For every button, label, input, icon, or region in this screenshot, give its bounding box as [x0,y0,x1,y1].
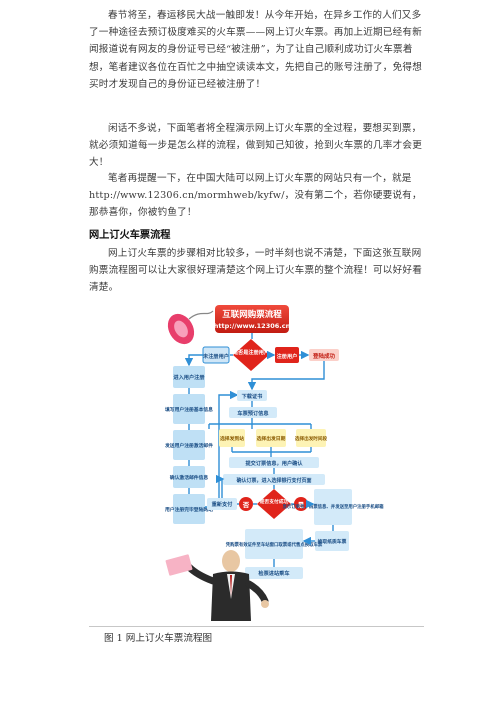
node-id-card-station: 凭购票有效证件至车站窗口取票或代售点换取车票 [225,529,323,559]
node-repay: 重新支付 [207,498,237,510]
flowchart-figure: 互联网购票流程 http://www.12306.cn 是否是注册用户 未注册用… [89,299,424,626]
svg-text:发送用户注册激活邮件: 发送用户注册激活邮件 [164,442,213,449]
caption-divider [89,626,424,646]
flowchart-title-text: 互联网购票流程 [222,309,282,320]
second-paragraph: 闲话不多说，下面笔者将全程演示网上订火车票的全过程，要想买到票，就必须知道每一步… [89,123,422,169]
node-fill-user-info: 填写用户注册基本信息 [165,394,213,424]
node-register-success-login: 用户注册完毕登陆网站 [164,494,213,524]
mouse-icon [167,310,214,345]
svg-text:提交订票信息，用户确认: 提交订票信息，用户确认 [245,459,303,467]
businessman-illustration [165,550,269,621]
third-paragraph: 笔者再提醒一下，在中国大陆可以网上订火车票的网站只有一个，就是http://ww… [89,173,422,219]
node-submit-order: 提交订票信息，用户确认 [229,457,319,468]
svg-text:是否是注册用户: 是否是注册用户 [232,348,269,356]
svg-text:进入用户注册: 进入用户注册 [173,373,205,381]
flowchart-svg: 互联网购票流程 http://www.12306.cn 是否是注册用户 未注册用… [89,299,424,626]
flowchart-title: 互联网购票流程 http://www.12306.cn [214,305,291,333]
section-heading: 网上订火车票流程 [89,229,171,241]
decision-payment: 是否支付成功 [257,489,291,519]
svg-text:注册用户: 注册用户 [277,352,298,360]
svg-text:确认订票，进入选择银行支付页面: 确认订票，进入选择银行支付页面 [236,477,311,484]
label-no: 否 [239,497,253,511]
svg-text:车票预订信息: 车票预订信息 [237,409,269,417]
svg-text:显示订单号、购票信息、并发送至用户注册手机邮箱: 显示订单号、购票信息、并发送至用户注册手机邮箱 [283,503,385,510]
node-exchange-ticket: 换取纸质车票 [315,531,349,551]
svg-text:是否支付成功: 是否支付成功 [259,498,289,505]
decision-registered: 是否是注册用户 [232,339,269,371]
node-order-certificate: 下载证书 [237,390,267,401]
node-ticket-booking: 车票预订信息 [229,407,277,418]
node-show-order: 显示订单号、购票信息、并发送至用户注册手机邮箱 [283,489,385,525]
node-login-success: 登陆成功 [309,349,339,361]
svg-text:下载证书: 下载证书 [242,392,264,400]
flowchart-title-url: http://www.12306.cn [214,322,291,330]
node-confirm-activation-email: 确认激活邮件信息 [170,466,209,488]
svg-text:未注册用户: 未注册用户 [203,352,229,360]
svg-text:是: 是 [297,500,305,509]
svg-text:确认激活邮件信息: 确认激活邮件信息 [170,474,209,481]
svg-text:登陆成功: 登陆成功 [312,352,336,360]
svg-text:否: 否 [242,501,250,509]
svg-text:选择出发时间段: 选择出发时间段 [295,435,328,442]
svg-text:凭购票有效证件至车站窗口取票或代售点换取车票: 凭购票有效证件至车站窗口取票或代售点换取车票 [225,541,323,548]
svg-text:选择出发日期: 选择出发日期 [257,435,286,442]
node-select-date: 选择出发日期 [256,429,286,447]
node-confirm-order-pay: 确认订票，进入选择银行支付页面 [223,474,325,485]
svg-text:换取纸质车票: 换取纸质车票 [318,538,347,545]
svg-text:用户注册完毕登陆网站: 用户注册完毕登陆网站 [164,506,213,513]
node-registered: 注册用户 [275,347,299,363]
node-send-activation-email: 发送用户注册激活邮件 [164,430,213,460]
node-select-time: 选择出发时间段 [295,429,328,447]
node-check-in: 检票进站乘车 [245,567,303,579]
label-yes: 是 [294,497,308,511]
svg-text:选择发到站: 选择发到站 [220,435,244,442]
fourth-paragraph: 网上订火车票的步骤相对比较多，一时半刻也说不清楚，下面这张互联网购票流程图可以让… [89,248,422,294]
node-enter-user-register: 进入用户注册 [173,366,205,388]
node-unregistered: 未注册用户 [202,346,230,364]
figure-caption: 图 1 网上订火车票流程图 [104,633,213,644]
svg-text:重新支付: 重新支付 [212,500,234,508]
svg-text:填写用户注册基本信息: 填写用户注册基本信息 [165,406,213,413]
intro-paragraph: 春节将至，春运移民大战一触即发！从今年开始，在异乡工作的人们又多了一种途径去预订… [89,10,422,90]
node-select-station: 选择发到站 [219,429,245,447]
svg-text:检票进站乘车: 检票进站乘车 [258,569,289,577]
